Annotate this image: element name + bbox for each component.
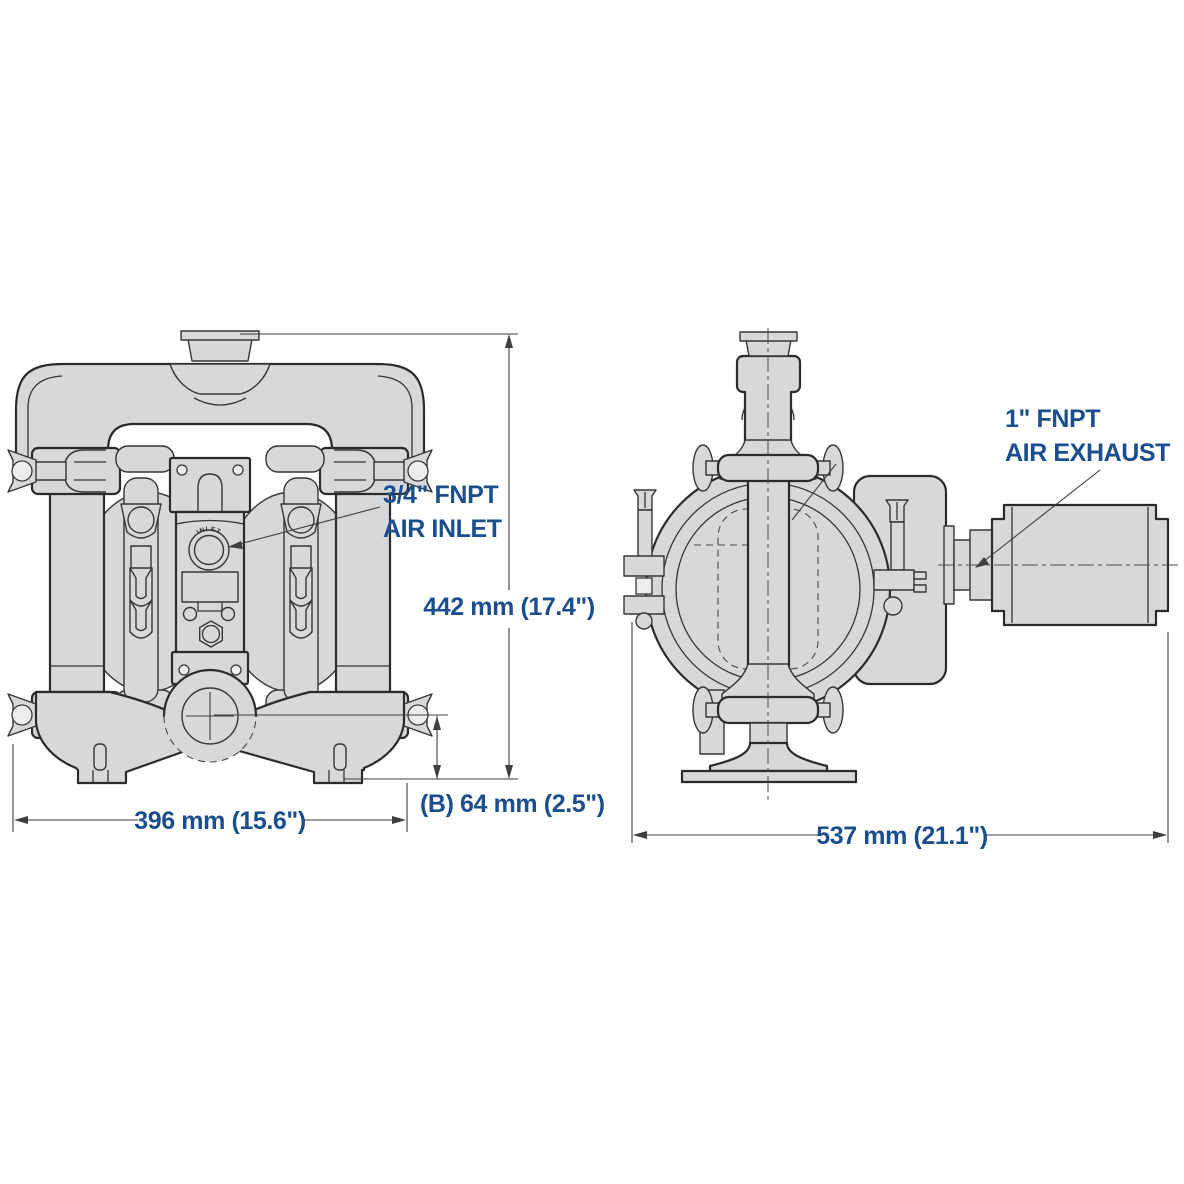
right-tube [334, 458, 392, 702]
dim-b: (B) 64 mm (2.5") [214, 714, 605, 818]
right-foot-pin [333, 743, 347, 771]
inlet-port-marking: INLET [196, 526, 222, 536]
dim-width: 396 mm (15.6") [12, 744, 408, 835]
right-band-clamp [281, 478, 321, 702]
side-view [623, 328, 1182, 800]
dim-depth-label: 537 mm (21.1") [816, 822, 988, 850]
dim-depth: 537 mm (21.1") [631, 622, 1169, 850]
air-inlet-label-line1: 3/4" FNPT [383, 481, 498, 509]
air-exhaust-label-line1: 1" FNPT [1005, 405, 1100, 433]
top-manifold [14, 362, 426, 472]
air-inlet-callout: 3/4" FNPT AIR INLET [228, 481, 502, 549]
dim-width-label: 396 mm (15.6") [134, 807, 306, 835]
left-band-clamp [121, 478, 161, 702]
left-tube [48, 458, 106, 702]
air-inlet-label-line2: AIR INLET [383, 515, 502, 543]
left-foot-pin [93, 743, 107, 771]
side-right-tbolt [873, 499, 927, 616]
air-exhaust-label-line2: AIR EXHAUST [1005, 439, 1170, 467]
dimensions: 442 mm (17.4") 396 mm (15.6") (B) 64 mm … [12, 333, 1171, 850]
air-valve-assembly: INLET [168, 456, 252, 686]
base-plate [680, 769, 858, 784]
dim-height-label: 442 mm (17.4") [423, 593, 595, 621]
svg-text:INLET: INLET [196, 526, 223, 536]
bottom-boss [162, 668, 258, 763]
side-left-tbolt [623, 489, 665, 630]
top-port [169, 330, 271, 406]
air-exhaust-callout: 1" FNPT AIR EXHAUST [975, 405, 1171, 568]
dim-height: 442 mm (17.4") [240, 333, 595, 780]
dim-b-label: (B) 64 mm (2.5") [420, 790, 605, 818]
